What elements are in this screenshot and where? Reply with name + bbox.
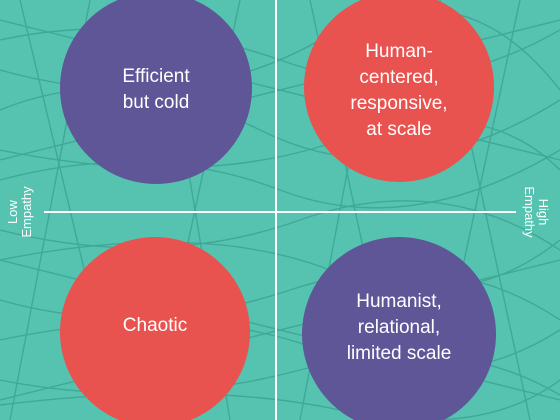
- quadrant-bottom-left-text: Chaotic: [123, 313, 187, 339]
- quadrant-top-left-line: but cold: [122, 92, 190, 113]
- axis-label-low-line: Low: [5, 200, 20, 224]
- quadrant-bottom-right-line: relational,: [357, 317, 441, 338]
- axis-label-high-line: Empathy: [522, 186, 537, 238]
- quadrant-bottom-right-circle: Humanist, relational, limited scale: [302, 237, 496, 420]
- quadrant-top-left-circle: Efficient but cold: [60, 0, 252, 184]
- axis-label-high-empathy: High Empathy: [522, 186, 551, 238]
- quadrant-top-right-line: Human-: [365, 41, 433, 62]
- quadrant-top-right-text: Human- centered, responsive, at scale: [350, 39, 447, 143]
- quadrant-top-right-line: centered,: [359, 67, 439, 88]
- quadrant-top-right-line: responsive,: [350, 93, 448, 114]
- quadrant-bottom-left-circle: Chaotic: [60, 237, 250, 420]
- quadrant-top-left-line: Efficient: [122, 66, 190, 87]
- horizontal-axis-line: [44, 211, 516, 213]
- vertical-axis-line: [275, 0, 277, 420]
- quadrant-top-left-text: Efficient but cold: [122, 64, 189, 116]
- axis-label-low-empathy: Low Empathy: [5, 186, 34, 238]
- quadrant-bottom-left-line: Chaotic: [122, 315, 188, 336]
- axis-label-low-line: Empathy: [19, 186, 34, 238]
- quadrant-top-right-circle: Human- centered, responsive, at scale: [304, 0, 494, 182]
- quadrant-bottom-right-line: Humanist,: [356, 291, 442, 312]
- quadrant-top-right-line: at scale: [366, 119, 432, 140]
- quadrant-bottom-right-text: Humanist, relational, limited scale: [347, 289, 452, 367]
- axis-label-high-line: High: [536, 198, 551, 226]
- quadrant-bottom-right-line: limited scale: [346, 343, 452, 364]
